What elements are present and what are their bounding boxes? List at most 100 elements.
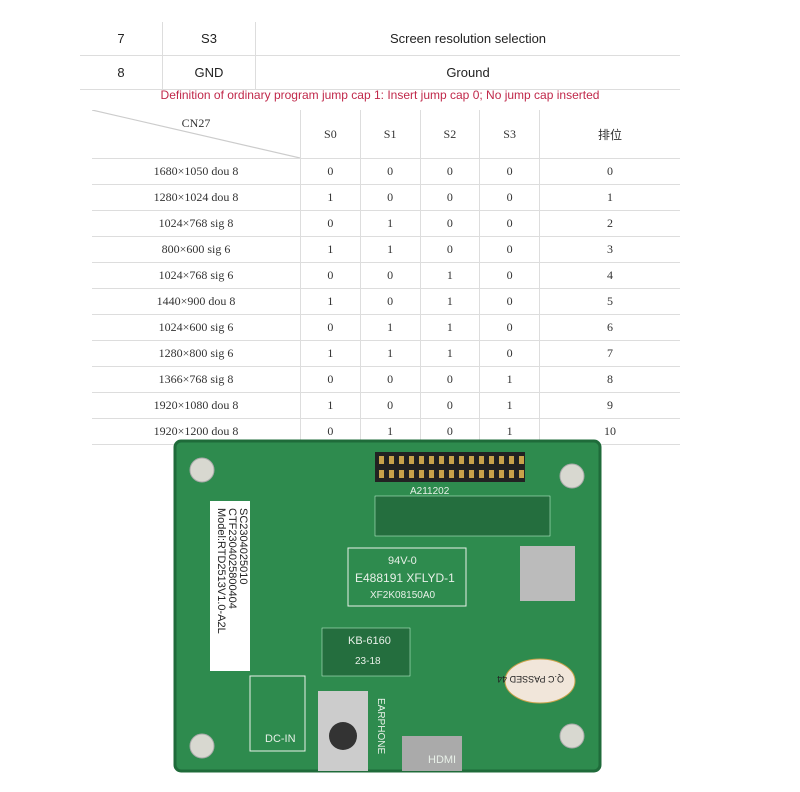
jumper-cell: 0 [420,392,481,419]
jumper-cell: 1 [300,288,361,315]
jumper-cell: 0 [300,366,361,393]
pin-description: Ground [255,55,680,90]
pin-number: 7 [80,22,163,56]
resolution-cell: 1024×768 sig 6 [92,262,301,289]
header-cell: CN27 [92,110,301,159]
cert-label: XF2K08150A0 [370,590,435,601]
connector-pin [509,456,514,464]
connector-pin [429,470,434,478]
jumper-cell: 0 [420,184,481,211]
jumper-cell: 1 [300,340,361,367]
pcb-board-photo: A211202 Model:RTD2513V1.0-A2L CTF2304025… [173,439,602,773]
jumper-cell: 1 [420,340,481,367]
connector-pin [429,456,434,464]
board-code: A211202 [410,486,450,497]
connector-pin [509,470,514,478]
connector-pin [409,470,414,478]
connector-pin [409,456,414,464]
jumper-cell: 0 [479,184,540,211]
jumper-cell: 1 [479,366,540,393]
connector-pin [379,470,384,478]
jumper-cell: 0 [539,158,680,185]
resolution-cell: 1280×1024 dou 8 [92,184,301,211]
connector-pin [419,456,424,464]
earphone-label: EARPHONE [375,698,386,754]
hdmi-label: HDMI [428,754,456,766]
jumper-cell: 0 [479,340,540,367]
connector-pin [489,456,494,464]
chip-date: 23-18 [355,656,381,667]
jumper-cell: 1 [360,314,421,341]
connector-pin [449,456,454,464]
connector-pin [419,470,424,478]
resolution-cell: 1024×768 sig 8 [92,210,301,237]
connector-pin [499,470,504,478]
jumper-cell: 0 [360,366,421,393]
connector-pin [379,456,384,464]
connector-pin [469,456,474,464]
connector-pin [519,456,524,464]
pin-number: 8 [80,55,163,90]
jumper-cell: 0 [420,158,481,185]
jumper-cell: 4 [539,262,680,289]
jumper-cell: 1 [420,314,481,341]
jumper-cell: 0 [479,236,540,263]
resolution-cell: 1440×900 dou 8 [92,288,301,315]
jumper-cell: 0 [300,262,361,289]
jumper-cell: 0 [360,184,421,211]
jumper-cell: 0 [300,314,361,341]
board-model-label: Model:RTD2513V1.0-A2L [215,508,227,634]
connector-pin [399,456,404,464]
jumper-cell: 0 [360,392,421,419]
jumper-cell: 1 [420,288,481,315]
jumper-cell: 0 [479,262,540,289]
jumper-cell: 0 [420,210,481,237]
qc-sticker: Q.C PASSED 44 [497,674,564,684]
dc-in-label: DC-IN [265,733,296,745]
connector-pin [479,456,484,464]
jumper-cell: 1 [360,340,421,367]
jumper-cell: 9 [539,392,680,419]
jumper-cell: 6 [539,314,680,341]
connector-pin [459,456,464,464]
resolution-cell: 1024×600 sig 6 [92,314,301,341]
connector-pin [439,470,444,478]
connector-pin [389,470,394,478]
board-serial: CTF2304025800404 [226,508,238,609]
board-serial: SC2304025010 [237,508,249,584]
jump-cap-note: Definition of ordinary program jump cap … [160,88,600,102]
jumper-cell: 0 [300,158,361,185]
jumper-cell: 0 [479,158,540,185]
cert-label: 94V-0 [388,555,417,567]
jumper-cell: 0 [300,210,361,237]
jumper-cell: 3 [539,236,680,263]
resolution-cell: 800×600 sig 6 [92,236,301,263]
jumper-cell: 1 [360,236,421,263]
pin-description: Screen resolution selection [255,22,680,56]
connector-pin [439,456,444,464]
jumper-cell: 0 [479,314,540,341]
connector-pin [389,456,394,464]
connector-pin [449,470,454,478]
jumper-cell: 1 [539,184,680,211]
jumper-cell: 0 [479,210,540,237]
jumper-cell: 1 [360,210,421,237]
connector-pin [479,470,484,478]
jumper-cell: 0 [360,158,421,185]
chip-label: KB-6160 [348,635,391,647]
header-cell: S2 [420,110,481,159]
header-cell: 排位 [539,110,680,159]
header-cell: S3 [479,110,540,159]
jumper-cell: 0 [479,288,540,315]
connector-pin [459,470,464,478]
